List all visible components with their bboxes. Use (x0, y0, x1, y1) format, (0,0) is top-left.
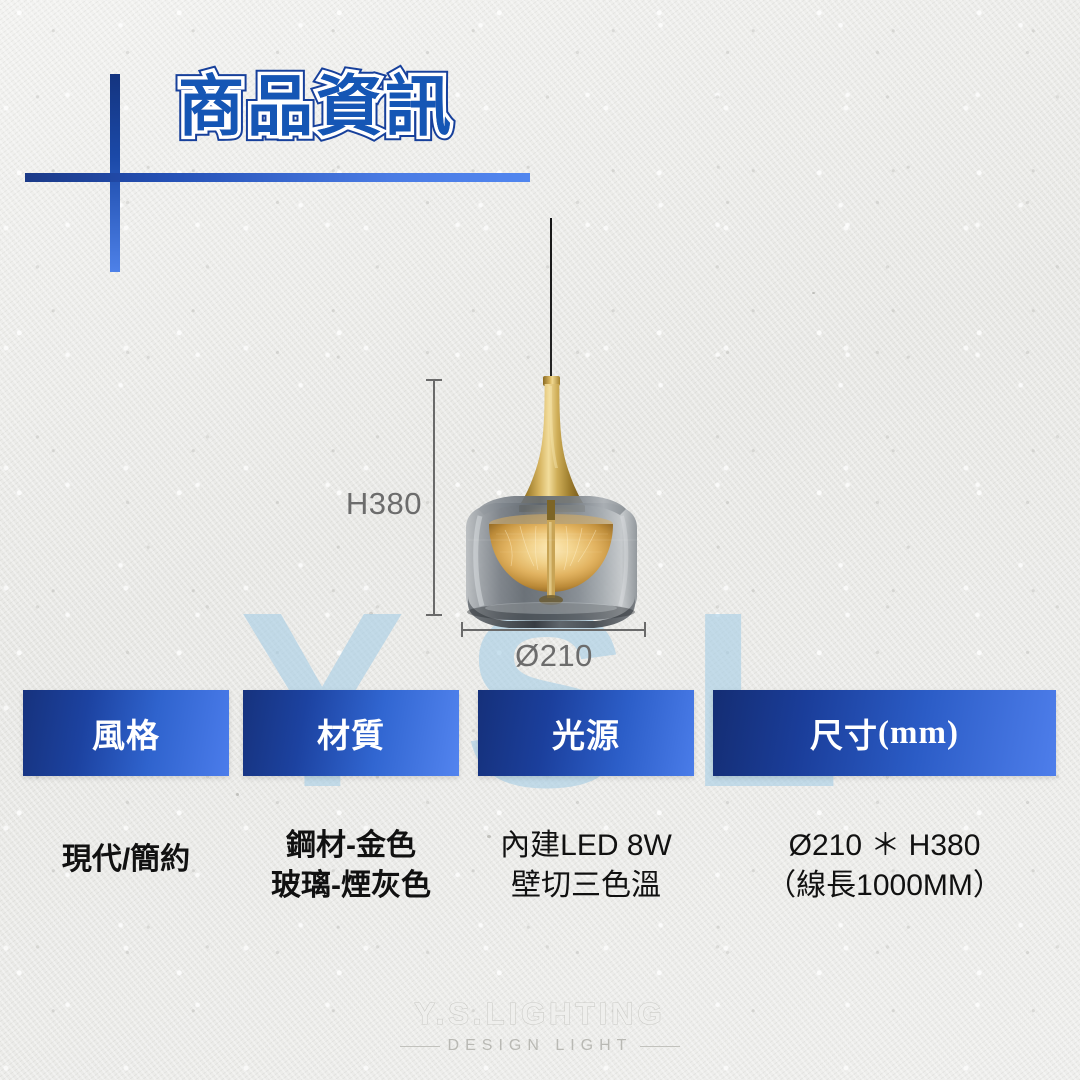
spec-value-line: 壁切三色溫 (511, 868, 661, 902)
spec-value-line: Ø210 ＊ H380 (788, 829, 981, 862)
spec-value-line: （線長1000MM） (766, 868, 1003, 902)
width-dimension-line (462, 629, 646, 631)
width-dimension-cap-right (644, 622, 646, 637)
spec-value-material: 鋼材-金色 玻璃-煙灰色 (233, 826, 469, 906)
width-dimension-cap-left (461, 622, 463, 637)
page-title-outline: 商品資訊 (173, 64, 457, 149)
tagline-text: DESIGN LIGHT (447, 1037, 633, 1054)
lamp-cord-collar (543, 376, 560, 386)
spec-value-size: Ø210 ＊ H380 （線長1000MM） (703, 826, 1066, 906)
spec-header-size: 尺寸(mm) (713, 690, 1056, 776)
spec-header-size-unit: (mm) (878, 714, 959, 751)
lamp-cord (550, 218, 553, 380)
spec-header-size-main: 尺寸 (810, 717, 879, 754)
spec-value-line: 鋼材-金色 (286, 829, 416, 862)
spec-value-line: 內建LED 8W (500, 829, 672, 862)
spec-value-light-source: 內建LED 8W 壁切三色溫 (468, 826, 704, 906)
paper-speck (652, 1003, 655, 1006)
width-dimension-label: Ø210 (515, 638, 593, 673)
tagline-rule-left (399, 1045, 440, 1047)
paper-speck (236, 793, 239, 796)
spec-header-style: 風格 (23, 690, 229, 776)
lamp-brass-stem-icon (519, 384, 585, 512)
brand-tagline: DESIGN LIGHT (0, 1037, 1080, 1055)
spec-header-light-source: 光源 (478, 690, 694, 776)
lamp-glass-shade-icon (466, 496, 638, 628)
height-dimension-cap-top (426, 379, 442, 381)
spec-value-line: 現代/簡約 (61, 843, 191, 876)
page-title: 商品資訊 (175, 66, 455, 147)
height-dimension-label: H380 (345, 486, 422, 521)
tagline-rule-right (640, 1045, 681, 1047)
paper-speck (369, 612, 373, 615)
height-dimension-line (433, 380, 435, 616)
paper-speck (812, 292, 815, 294)
paper-speck (487, 835, 491, 838)
spec-header-material: 材質 (243, 690, 459, 776)
product-illustration: H380 Ø210 (345, 218, 646, 673)
brand-logo: Y.S.LIGHTING (414, 995, 666, 1031)
height-dimension-cap-bottom (426, 614, 442, 616)
header-horizontal-accent-bar (25, 173, 530, 182)
header: 商品資訊 商品資訊 (0, 0, 1080, 272)
spec-value-style: 現代/簡約 (23, 840, 229, 880)
spec-value-line: 玻璃-煙灰色 (271, 868, 431, 902)
